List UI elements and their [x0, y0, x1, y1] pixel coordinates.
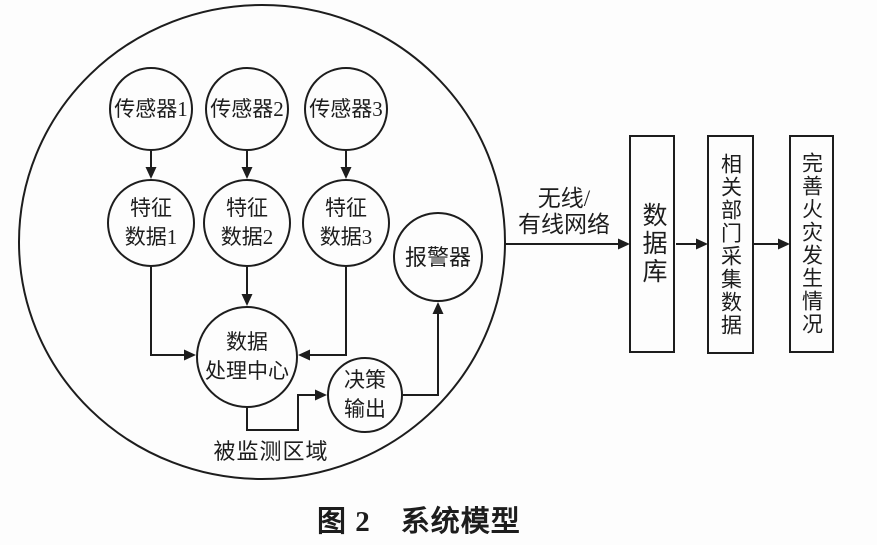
network-type-label: 无线/ 有线网络 [502, 186, 626, 238]
arrowhead [778, 238, 790, 250]
arrowhead [241, 294, 253, 306]
node-feature-data-1-label: 特征 数据1 [125, 194, 178, 252]
arrow-processing-to-decision [246, 394, 316, 431]
node-decision-output: 决策 输出 [327, 357, 403, 433]
monitored-region-label: 被监测区域 [213, 439, 329, 464]
label-line: 决策 [344, 368, 386, 392]
node-data-processing-center-label: 数据 处理中心 [205, 328, 289, 386]
node-decision-output-label: 决策 输出 [344, 366, 386, 424]
arrowhead [145, 167, 157, 179]
label-line: 输出 [344, 397, 386, 421]
label-line: 特征 [325, 196, 367, 220]
label-line: 特征 [130, 196, 172, 220]
monitored-region-boundary [18, 4, 506, 480]
box-database-label: 数据库 [639, 202, 666, 286]
node-feature-data-2-label: 特征 数据2 [221, 194, 274, 252]
box-improve-fire-records-label: 完善火灾发生情况 [799, 152, 824, 336]
node-data-processing-center: 数据 处理中心 [196, 306, 298, 408]
node-alarm-label: 报警器 [404, 244, 471, 270]
node-alarm: 报警器 [393, 212, 483, 302]
node-sensor-2-label: 传感器2 [210, 96, 284, 121]
label-line: 数据 [226, 330, 268, 354]
label-line: 数据3 [319, 225, 373, 249]
arrow-feature3-to-processing [309, 267, 347, 356]
arrowhead [340, 167, 352, 179]
node-feature-data-1: 特征 数据1 [107, 179, 195, 267]
label-line: 数据1 [124, 225, 178, 249]
arrow-feature1-to-processing [150, 267, 185, 356]
arrowhead [315, 389, 327, 401]
box-department-collect-data-label: 相关部门采集数据 [718, 152, 743, 337]
node-sensor-3-label: 传感器3 [309, 96, 383, 121]
label-line: 数据2 [220, 225, 274, 249]
node-feature-data-3-label: 特征 数据3 [320, 194, 373, 252]
box-database: 数据库 [629, 135, 675, 353]
arrowhead [618, 238, 630, 250]
figure-caption: 图 2 系统模型 [317, 498, 521, 540]
figure-caption-number: 图 2 [317, 506, 371, 538]
node-sensor-1-label: 传感器1 [114, 96, 188, 121]
arrowhead [184, 349, 196, 361]
arrowhead [241, 167, 253, 179]
node-feature-data-2: 特征 数据2 [203, 179, 291, 267]
arrow-decision-to-alarm [403, 313, 439, 396]
node-sensor-2: 传感器2 [205, 67, 289, 151]
arrowhead [298, 349, 310, 361]
node-sensor-1: 传感器1 [109, 67, 193, 151]
network-type-label-line2: 有线网络 [518, 212, 610, 237]
node-sensor-3: 传感器3 [304, 67, 388, 151]
figure-caption-title: 系统模型 [400, 506, 521, 538]
network-type-label-line1: 无线/ [537, 186, 591, 211]
box-improve-fire-records: 完善火灾发生情况 [789, 135, 834, 353]
label-line: 特征 [226, 196, 268, 220]
arrowhead [432, 302, 444, 314]
arrowhead [696, 238, 708, 250]
label-line: 处理中心 [205, 359, 289, 383]
node-feature-data-3: 特征 数据3 [302, 179, 390, 267]
box-department-collect-data: 相关部门采集数据 [707, 135, 754, 354]
